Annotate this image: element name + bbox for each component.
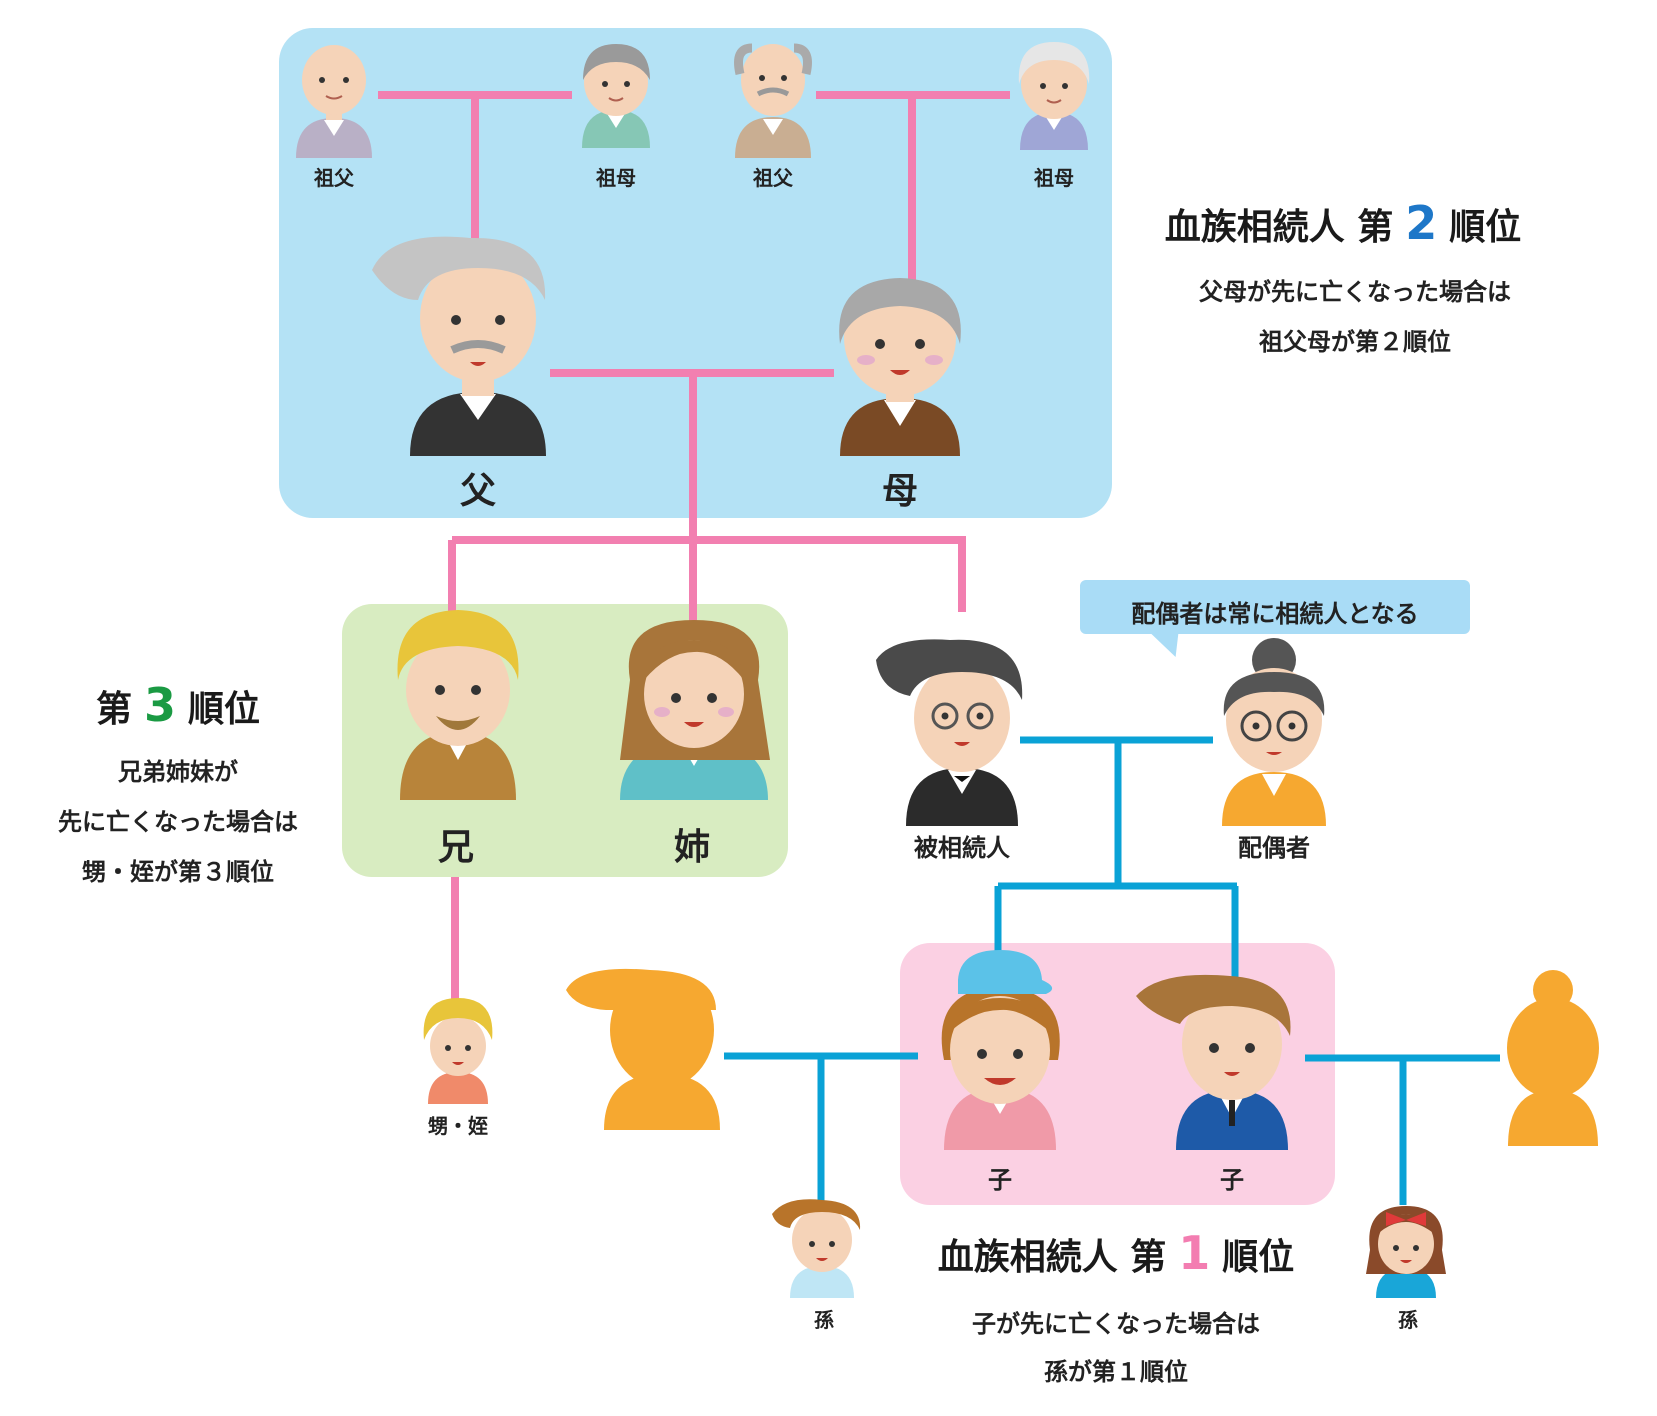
grandpa-mustache-icon: [734, 43, 812, 158]
rank2-number: 2: [1405, 196, 1438, 250]
grandparent-label: 祖母: [1034, 166, 1074, 190]
grandparent-label: 祖父: [753, 166, 793, 190]
rank1-note-line: 子が先に亡くなった場合は: [972, 1310, 1260, 1338]
grandpa-bald-icon: [296, 45, 372, 158]
child-label: 子: [988, 1166, 1012, 1194]
sister-icon: [620, 620, 770, 800]
pink-connector-lines: [378, 91, 1010, 1000]
rank3-note-line: 先に亡くなった場合は: [58, 808, 298, 836]
blue-connector-lines: [724, 736, 1500, 1205]
bubble-text: 配偶者は常に相続人となる: [1131, 600, 1419, 628]
decedent-label: 被相続人: [914, 834, 1010, 862]
nephew-icon: [423, 998, 493, 1104]
rank3-number: 3: [143, 678, 177, 732]
son-icon: [1136, 974, 1291, 1150]
grandparent-label: 祖父: [314, 166, 354, 190]
rank1-prefix: 血族相続人 第: [937, 1237, 1167, 1278]
spouse-silhouette-male-icon: [566, 968, 720, 1130]
rank2-heading: 血族相続人 第 2 順位: [1165, 196, 1522, 250]
granddaughter-icon: [1366, 1206, 1446, 1298]
father-label: 父: [459, 471, 497, 512]
rank1-number: 1: [1178, 1226, 1211, 1280]
rank3-note-line: 兄弟姉妹が: [118, 758, 238, 786]
child-label: 子: [1220, 1166, 1244, 1194]
rank3-note-line: 甥・姪が第３順位: [82, 858, 274, 886]
nephew-label: 甥・姪: [428, 1114, 488, 1138]
mother-label: 母: [881, 471, 919, 512]
grandparent-label: 祖母: [596, 166, 636, 190]
rank2-prefix: 血族相続人 第: [1164, 207, 1394, 248]
rank1-note-line: 孫が第１順位: [1044, 1358, 1188, 1386]
grandma-white-hair-icon: [1018, 42, 1090, 150]
rank1-heading: 血族相続人 第 1 順位: [938, 1226, 1295, 1280]
daughter-icon: [941, 950, 1060, 1150]
grandchild-label: 孫: [814, 1308, 834, 1332]
spouse-label: 配偶者: [1238, 834, 1310, 862]
sister-label: 姉: [673, 827, 711, 868]
brother-icon: [397, 610, 519, 800]
rank2-note-line: 父母が先に亡くなった場合は: [1199, 278, 1511, 306]
spouse-silhouette-female-icon: [1507, 970, 1599, 1146]
rank1-suffix: 順位: [1222, 1237, 1295, 1278]
spouse-speech-bubble: 配偶者は常に相続人となる: [1080, 580, 1470, 634]
rank2-note-line: 祖父母が第２順位: [1259, 328, 1451, 356]
grandma-green-icon: [582, 44, 650, 148]
grandchild-label: 孫: [1398, 1308, 1418, 1332]
rank3-prefix: 第: [95, 689, 132, 730]
decedent-icon: [876, 639, 1023, 826]
spouse-icon: [1222, 638, 1326, 826]
mother-icon: [839, 278, 961, 456]
brother-label: 兄: [437, 827, 475, 868]
grandson-icon: [772, 1199, 861, 1298]
rank2-suffix: 順位: [1449, 207, 1522, 248]
father-icon: [372, 236, 546, 456]
rank3-suffix: 順位: [188, 689, 261, 730]
